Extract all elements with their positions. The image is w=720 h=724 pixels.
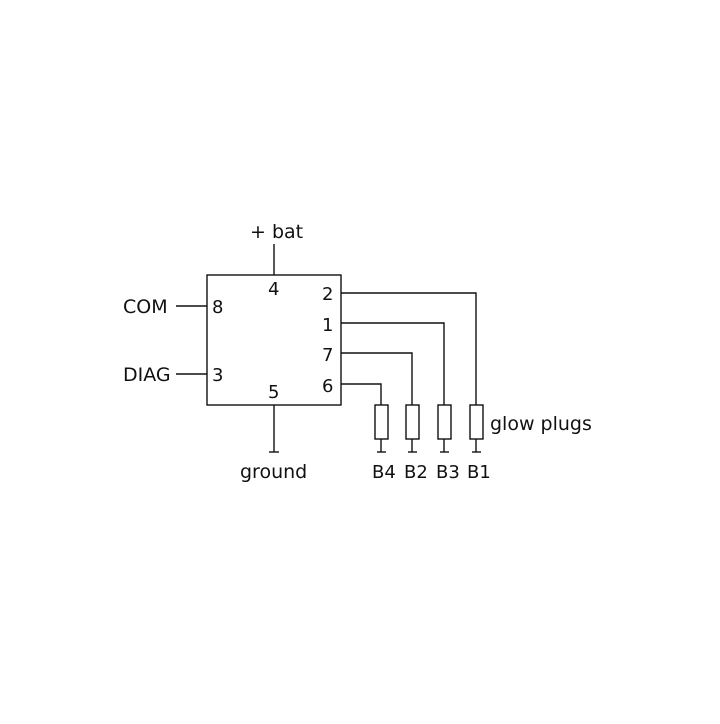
pin-com: 8 [212,297,223,318]
glow-plug-b1-resistor [469,404,484,440]
pin-ground: 5 [268,382,279,403]
pin-diag: 3 [212,365,223,386]
bat-label: + bat [250,221,303,243]
pin-bat: 4 [268,279,279,300]
glow-plug-b4-resistor [374,404,389,440]
plug-label-b1: B1 [467,462,491,483]
diag-label: DIAG [123,364,171,386]
pin-out-b2: 7 [322,345,333,366]
pin-out-b4: 6 [322,376,333,397]
glow-plug-b2-resistor [405,404,420,440]
com-label: COM [123,296,168,318]
pin-out-b3: 1 [322,315,333,336]
glow-plugs-label: glow plugs [490,413,592,435]
plug-label-b2: B2 [404,462,428,483]
wire-b4 [341,383,382,405]
plug-label-b4: B4 [372,462,396,483]
plug-label-b3: B3 [436,462,460,483]
pin-out-b1: 2 [322,284,333,305]
wire-b3 [341,322,445,405]
wire-b2 [341,352,413,405]
glow-plug-b3-resistor [437,404,452,440]
ground-label: ground [240,461,307,483]
wire-b1 [341,292,477,405]
control-unit-box [206,274,342,406]
